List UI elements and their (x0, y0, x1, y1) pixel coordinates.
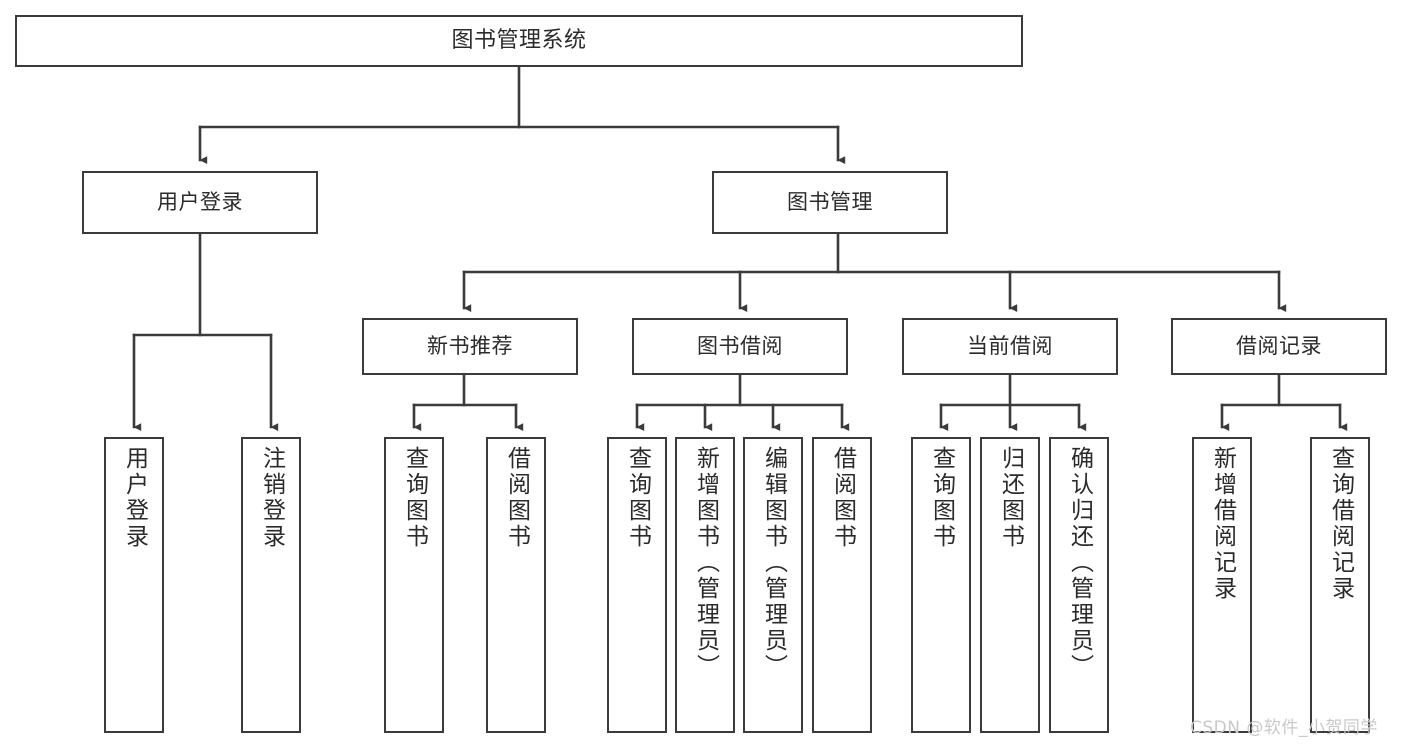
node-label: 借阅图书 (829, 446, 856, 550)
node-book-management[interactable]: 图书管理 (712, 171, 948, 234)
node-label: 借阅图书 (503, 446, 530, 550)
leaf-current-borrow-query-book[interactable]: 查询图书 (911, 437, 971, 733)
node-label: 编辑图书（管理员） (760, 446, 787, 680)
node-borrow-record[interactable]: 借阅记录 (1171, 318, 1387, 375)
leaf-new-book-query-book[interactable]: 查询图书 (384, 437, 444, 733)
leaf-borrow-record-add-record[interactable]: 新增借阅记录 (1192, 437, 1252, 733)
node-label: 注销登录 (258, 446, 285, 550)
node-label: 查询图书 (401, 446, 428, 550)
node-label: 确认归还（管理员） (1066, 446, 1093, 680)
leaf-borrow-record-query-record[interactable]: 查询借阅记录 (1310, 437, 1370, 733)
node-label: 查询借阅记录 (1327, 446, 1354, 602)
node-label: 用户登录 (121, 446, 148, 550)
node-label: 图书借阅 (697, 333, 783, 358)
leaf-current-borrow-return-book[interactable]: 归还图书 (980, 437, 1040, 733)
node-label: 查询图书 (928, 446, 955, 550)
node-label: 图书管理系统 (451, 27, 587, 53)
node-new-book-recommend[interactable]: 新书推荐 (362, 318, 578, 375)
node-label: 新书推荐 (427, 333, 513, 358)
node-label: 新增借阅记录 (1209, 446, 1236, 602)
leaf-new-book-borrow-book[interactable]: 借阅图书 (486, 437, 546, 733)
leaf-book-borrow-add-book[interactable]: 新增图书（管理员） (675, 437, 735, 733)
node-label: 查询图书 (624, 446, 651, 550)
node-root-book-management-system[interactable]: 图书管理系统 (15, 15, 1023, 67)
csdn-watermark: CSDN @软件_小贺同学 (1190, 718, 1378, 738)
leaf-book-borrow-edit-book[interactable]: 编辑图书（管理员） (743, 437, 803, 733)
leaf-book-borrow-query-book[interactable]: 查询图书 (607, 437, 667, 733)
node-label: 借阅记录 (1236, 333, 1322, 358)
leaf-user-login-login[interactable]: 用户登录 (104, 437, 164, 733)
node-user-login[interactable]: 用户登录 (82, 171, 318, 234)
node-label: 图书管理 (787, 189, 873, 214)
node-label: 新增图书（管理员） (692, 446, 719, 680)
node-label: 当前借阅 (967, 333, 1053, 358)
leaf-current-borrow-confirm-return[interactable]: 确认归还（管理员） (1049, 437, 1109, 733)
node-label: 用户登录 (157, 189, 243, 214)
node-book-borrow[interactable]: 图书借阅 (632, 318, 848, 375)
leaf-book-borrow-borrow-book[interactable]: 借阅图书 (812, 437, 872, 733)
node-label: 归还图书 (997, 446, 1024, 550)
leaf-user-login-logout[interactable]: 注销登录 (241, 437, 301, 733)
node-current-borrow[interactable]: 当前借阅 (902, 318, 1118, 375)
